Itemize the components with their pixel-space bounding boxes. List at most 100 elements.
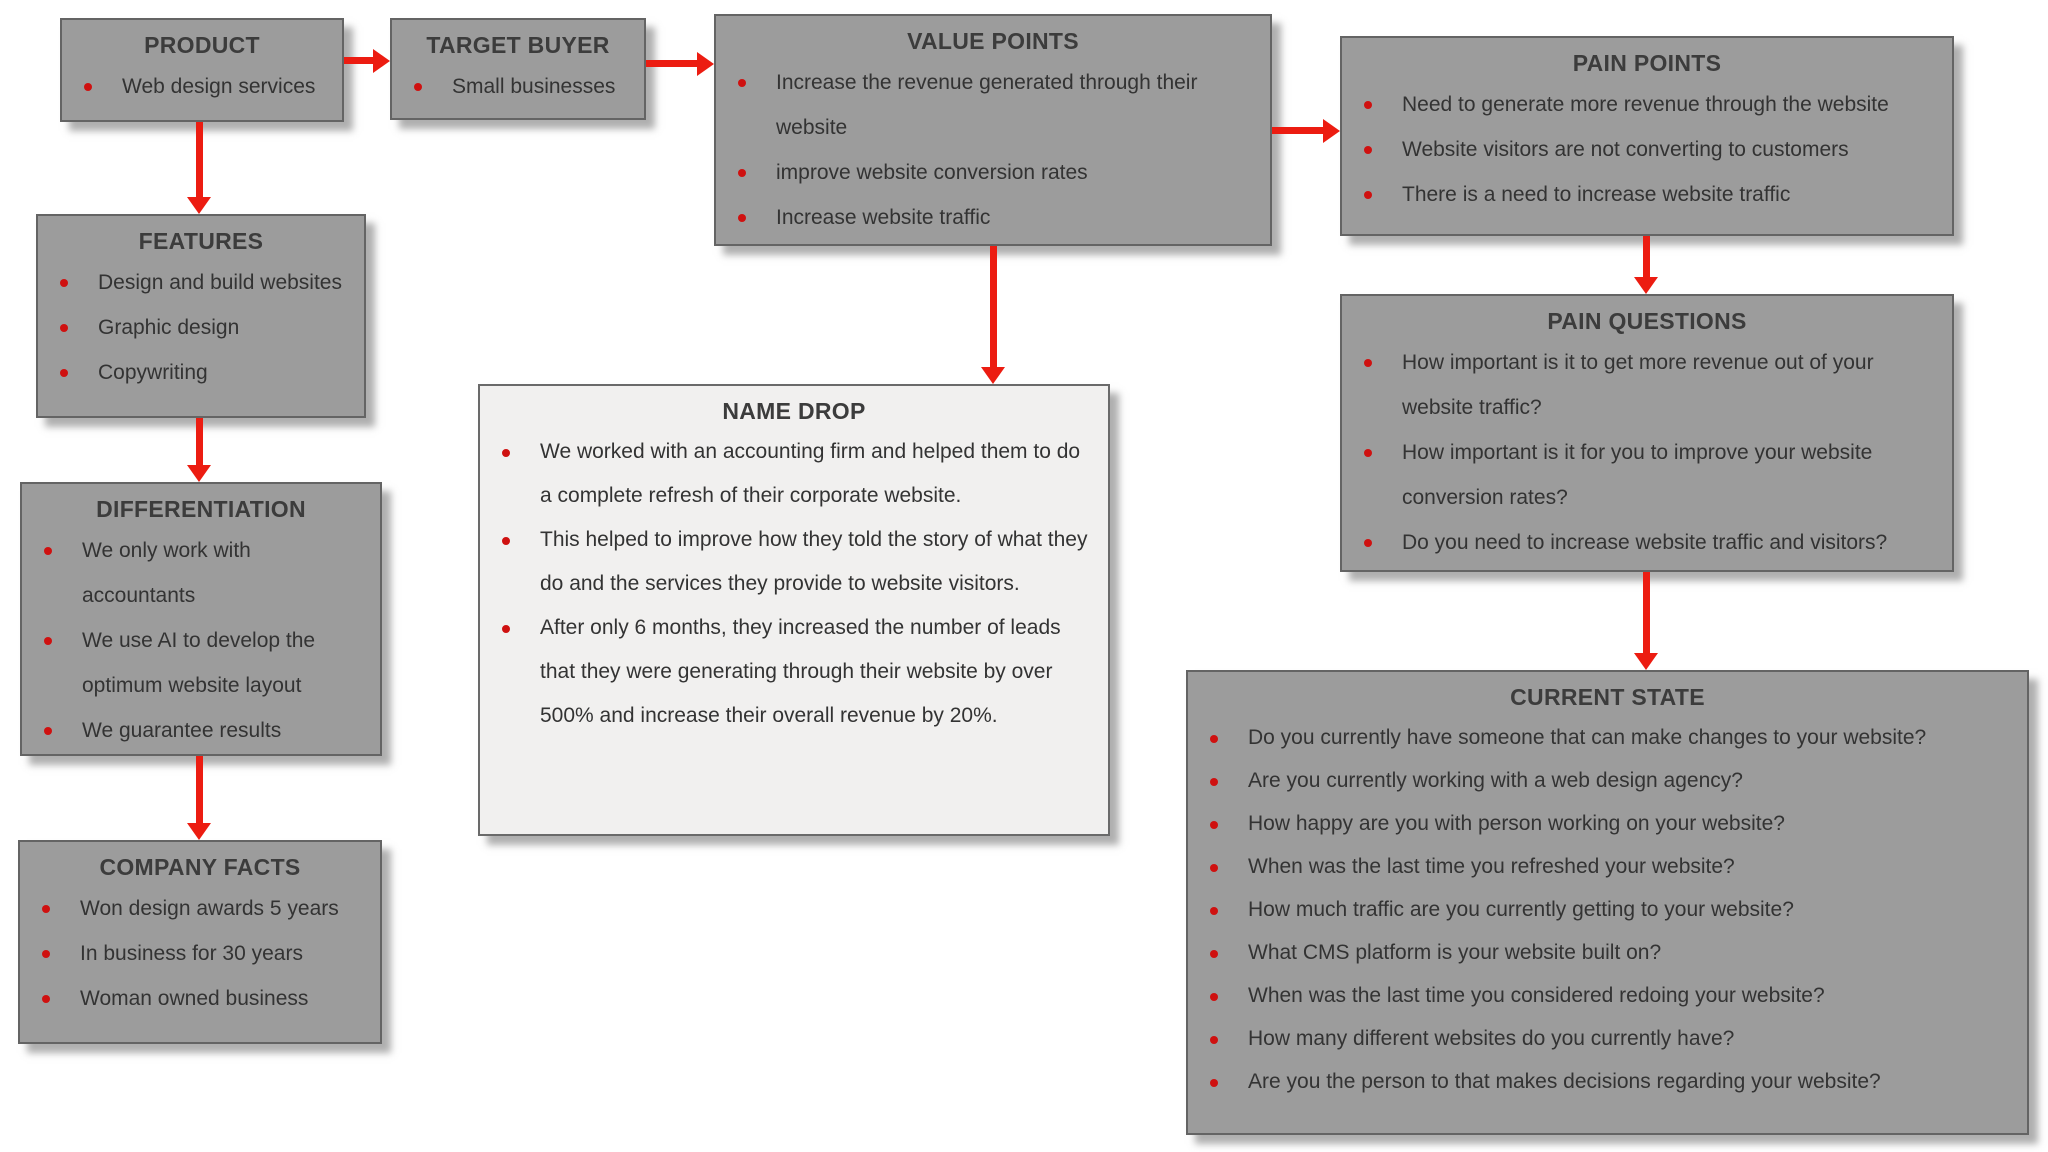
bullet-icon xyxy=(42,995,50,1003)
bullet-icon xyxy=(60,279,68,287)
bullet-icon xyxy=(1210,821,1218,829)
target-buyer-title: TARGET BUYER xyxy=(426,32,610,58)
arrow-features-to-differentiation xyxy=(187,418,211,482)
bullet-icon xyxy=(414,83,422,91)
list-item: We use AI to develop the optimum website… xyxy=(42,618,366,708)
bullet-icon xyxy=(60,369,68,377)
list-item: How important is it for you to improve y… xyxy=(1362,430,1938,520)
bullet-icon xyxy=(42,905,50,913)
features-title: FEATURES xyxy=(138,228,264,254)
list-item: Increase website traffic xyxy=(736,195,1256,240)
current-state-list: Do you currently have someone that can m… xyxy=(1202,716,2013,1103)
pain-points-title: PAIN POINTS xyxy=(1572,50,1722,76)
bullet-icon xyxy=(44,727,52,735)
bullet-icon xyxy=(60,324,68,332)
arrow-pain-points-to-pain-questions xyxy=(1634,236,1658,294)
current-state-title: CURRENT STATE xyxy=(1510,684,1705,710)
differentiation-title: DIFFERENTIATION xyxy=(96,496,306,522)
product-box: PRODUCT Web design services xyxy=(60,18,344,122)
list-item: There is a need to increase website traf… xyxy=(1362,172,1938,217)
bullet-icon xyxy=(502,625,510,633)
list-item: Are you currently working with a web des… xyxy=(1208,759,2013,802)
list-item: How happy are you with person working on… xyxy=(1208,802,2013,845)
value-points-box: VALUE POINTS Increase the revenue genera… xyxy=(714,14,1272,246)
bullet-icon xyxy=(1210,993,1218,1001)
arrow-differentiation-to-company-facts xyxy=(187,756,211,840)
arrow-value-points-to-pain-points xyxy=(1272,119,1340,143)
arrow-product-to-target-buyer xyxy=(344,49,390,73)
current-state-box: CURRENT STATE Do you currently have some… xyxy=(1186,670,2029,1135)
list-item: improve website conversion rates xyxy=(736,150,1256,195)
bullet-icon xyxy=(1364,191,1372,199)
list-item: Web design services xyxy=(82,64,328,109)
value-points-list: Increase the revenue generated through t… xyxy=(730,60,1256,240)
target-buyer-list: Small businesses xyxy=(406,64,630,109)
bullet-icon xyxy=(738,79,746,87)
bullet-icon xyxy=(1364,146,1372,154)
bullet-icon xyxy=(502,537,510,545)
list-item: When was the last time you considered re… xyxy=(1208,974,2013,1017)
list-item: After only 6 months, they increased the … xyxy=(500,606,1094,738)
list-item: We only work with accountants xyxy=(42,528,366,618)
list-item: Increase the revenue generated through t… xyxy=(736,60,1256,150)
bullet-icon xyxy=(1210,864,1218,872)
bullet-icon xyxy=(1364,539,1372,547)
list-item: When was the last time you refreshed you… xyxy=(1208,845,2013,888)
list-item: Graphic design xyxy=(58,305,350,350)
bullet-icon xyxy=(42,950,50,958)
bullet-icon xyxy=(1210,1079,1218,1087)
arrow-product-to-features xyxy=(187,122,211,214)
company-facts-list: Won design awards 5 years In business fo… xyxy=(34,886,366,1021)
pain-points-list: Need to generate more revenue through th… xyxy=(1356,82,1938,217)
list-item: Do you currently have someone that can m… xyxy=(1208,716,2013,759)
list-item: Do you need to increase website traffic … xyxy=(1362,520,1938,565)
bullet-icon xyxy=(738,214,746,222)
bullet-icon xyxy=(1210,1036,1218,1044)
list-item: This helped to improve how they told the… xyxy=(500,518,1094,606)
features-box: FEATURES Design and build websites Graph… xyxy=(36,214,366,418)
pain-points-box: PAIN POINTS Need to generate more revenu… xyxy=(1340,36,1954,236)
list-item: Small businesses xyxy=(412,64,630,109)
bullet-icon xyxy=(84,83,92,91)
list-item: How much traffic are you currently getti… xyxy=(1208,888,2013,931)
arrow-pain-questions-to-current-state xyxy=(1634,572,1658,670)
arrow-target-buyer-to-value-points xyxy=(646,52,714,76)
value-points-title: VALUE POINTS xyxy=(907,28,1079,54)
bullet-icon xyxy=(1210,735,1218,743)
list-item: Website visitors are not converting to c… xyxy=(1362,127,1938,172)
bullet-icon xyxy=(738,169,746,177)
list-item: Need to generate more revenue through th… xyxy=(1362,82,1938,127)
pain-questions-list: How important is it to get more revenue … xyxy=(1356,340,1938,565)
product-title: PRODUCT xyxy=(144,32,260,58)
list-item: Won design awards 5 years xyxy=(40,886,366,931)
bullet-icon xyxy=(1364,101,1372,109)
bullet-icon xyxy=(1364,359,1372,367)
list-item: What CMS platform is your website built … xyxy=(1208,931,2013,974)
target-buyer-box: TARGET BUYER Small businesses xyxy=(390,18,646,120)
bullet-icon xyxy=(1210,950,1218,958)
company-facts-title: COMPANY FACTS xyxy=(99,854,301,880)
bullet-icon xyxy=(1364,449,1372,457)
list-item: How important is it to get more revenue … xyxy=(1362,340,1938,430)
list-item: Woman owned business xyxy=(40,976,366,1021)
pain-questions-box: PAIN QUESTIONS How important is it to ge… xyxy=(1340,294,1954,572)
bullet-icon xyxy=(1210,907,1218,915)
differentiation-list: We only work with accountants We use AI … xyxy=(36,528,366,753)
bullet-icon xyxy=(502,449,510,457)
company-facts-box: COMPANY FACTS Won design awards 5 years … xyxy=(18,840,382,1044)
list-item: In business for 30 years xyxy=(40,931,366,976)
list-item: How many different websites do you curre… xyxy=(1208,1017,2013,1060)
pain-questions-title: PAIN QUESTIONS xyxy=(1547,308,1747,334)
bullet-icon xyxy=(1210,778,1218,786)
list-item: Are you the person to that makes decisio… xyxy=(1208,1060,2013,1103)
bullet-icon xyxy=(44,547,52,555)
features-list: Design and build websites Graphic design… xyxy=(52,260,350,395)
bullet-icon xyxy=(44,637,52,645)
name-drop-box: NAME DROP We worked with an accounting f… xyxy=(478,384,1110,836)
list-item: We guarantee results xyxy=(42,708,366,753)
list-item: We worked with an accounting firm and he… xyxy=(500,430,1094,518)
name-drop-title: NAME DROP xyxy=(722,398,866,424)
name-drop-list: We worked with an accounting firm and he… xyxy=(494,430,1094,738)
arrow-value-points-to-name-drop xyxy=(981,246,1005,384)
